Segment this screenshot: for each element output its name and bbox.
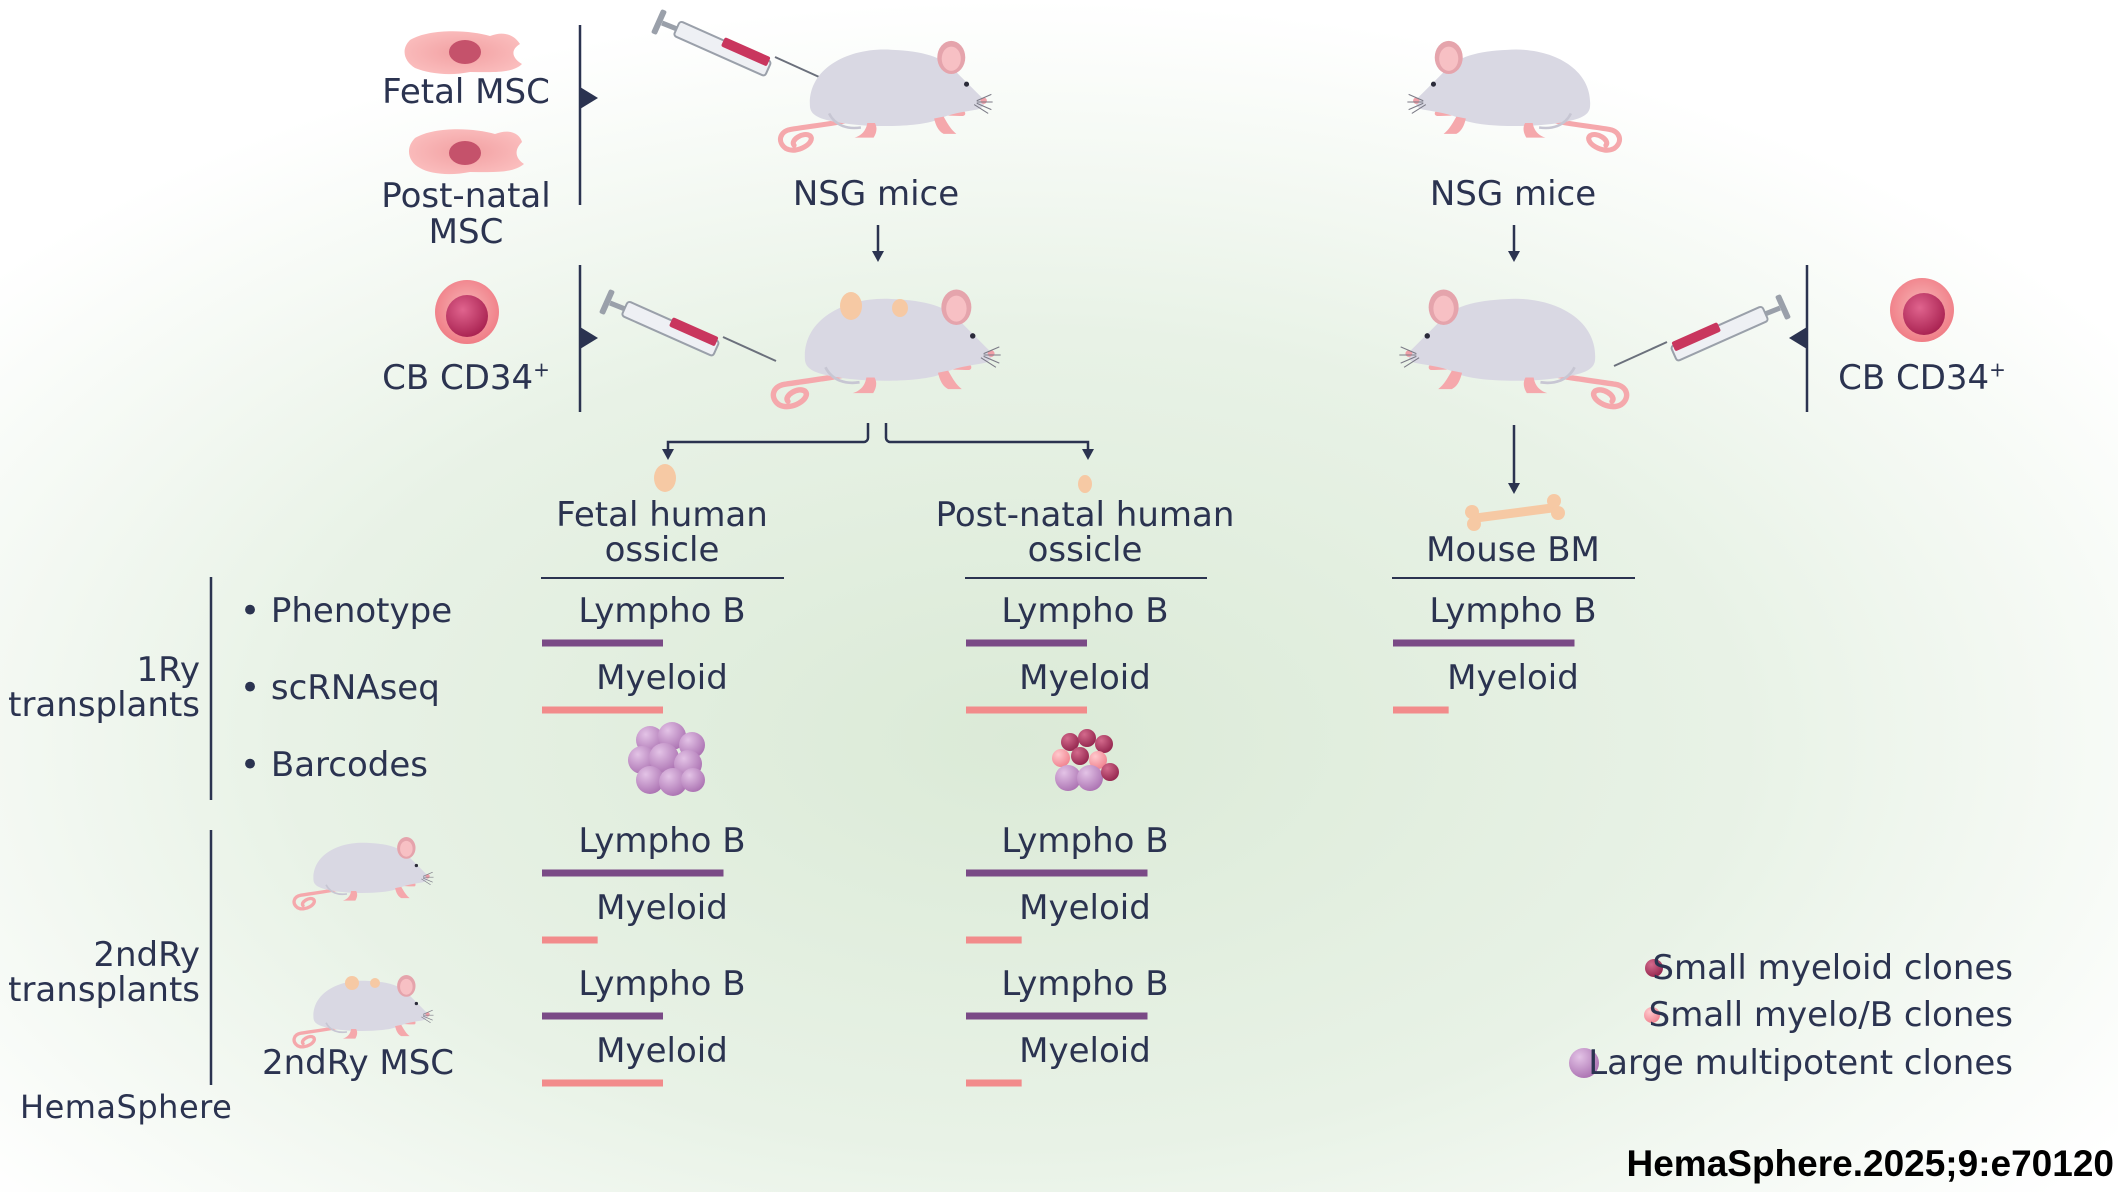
- legend-small-myelo-b-label: Small myelo/B clones: [1648, 995, 2013, 1035]
- mouse-top-right: [1407, 41, 1619, 150]
- legend-large-multipotent-label: Large multipotent clones: [1588, 1043, 2013, 1083]
- postnatal-msc-label-line1: Post-natal: [381, 176, 551, 216]
- postnatal-2ry-a-myeloid-label: Myeloid: [1019, 888, 1151, 928]
- syringe-mid-left: [599, 289, 776, 361]
- postnatal-msc-icon: [408, 129, 524, 175]
- clone-cluster-postnatal: [1052, 729, 1119, 791]
- cb-cd34-label-left: CB CD34+: [382, 357, 550, 398]
- syringe-top-left: [651, 9, 828, 81]
- mouse-bm-column-label: Mouse BM: [1426, 530, 1600, 570]
- mouse-mid-left: [773, 290, 1000, 407]
- syringe-mid-right: [1614, 294, 1791, 366]
- nsg-mice-label-right: NSG mice: [1429, 174, 1597, 214]
- mouse-secondary-msc: [294, 975, 433, 1047]
- secondary-row-label-line2: transplants: [8, 970, 200, 1010]
- brand-label: HemaSphere: [20, 1088, 233, 1126]
- mouse-lympho-label: Lympho B: [1429, 591, 1597, 631]
- legend-large-multipotent-swatch: [1569, 1048, 1599, 1078]
- bone-icon: [1465, 494, 1565, 531]
- mouse-mid-right: [1399, 290, 1626, 407]
- postnatal-2ry-b-myeloid-label: Myeloid: [1019, 1031, 1151, 1071]
- fetal-1ry-myeloid-label: Myeloid: [596, 658, 728, 698]
- legend-small-myeloid-swatch: [1645, 959, 1663, 977]
- citation-label: HemaSphere.2025;9:e70120: [1626, 1143, 2115, 1184]
- cd34-cell-icon-left: [435, 280, 499, 344]
- mouse-secondary-small: [294, 837, 433, 909]
- scrnaseq-label: • scRNAseq: [240, 668, 440, 708]
- postnatal-msc-label-line2: MSC: [428, 212, 504, 252]
- cd34-cell-icon-right: [1890, 278, 1954, 342]
- postnatal-1ry-lympho-label: Lympho B: [1001, 591, 1169, 631]
- fetal-msc-label: Fetal MSC: [382, 72, 550, 112]
- fetal-msc-icon: [404, 31, 522, 75]
- fetal-2ry-b-myeloid-label: Myeloid: [596, 1031, 728, 1071]
- fetal-2ry-a-myeloid-label: Myeloid: [596, 888, 728, 928]
- postnatal-column-label-line1: Post-natal human: [935, 495, 1235, 535]
- fetal-1ry-lympho-label: Lympho B: [578, 591, 746, 631]
- fetal-ossicle-icon: [654, 464, 676, 492]
- secondary-msc-label: 2ndRy MSC: [261, 1043, 455, 1083]
- fetal-2ry-a-lympho-label: Lympho B: [578, 821, 746, 861]
- postnatal-2ry-b-lympho-label: Lympho B: [1001, 964, 1169, 1004]
- nsg-mice-label-left: NSG mice: [792, 174, 960, 214]
- phenotype-label: • Phenotype: [240, 591, 453, 631]
- arrow-down-mouse-bm: [1508, 425, 1520, 494]
- legend-small-myelo-b-swatch: [1644, 1007, 1660, 1023]
- cb-cd34-label-right: CB CD34+: [1838, 357, 2006, 398]
- postnatal-2ry-a-lympho-label: Lympho B: [1001, 821, 1169, 861]
- bracket-mid-left: [578, 265, 598, 412]
- arrow-down-right: [1508, 225, 1520, 262]
- secondary-row-label-line1: 2ndRy: [93, 935, 200, 975]
- postnatal-1ry-myeloid-label: Myeloid: [1019, 658, 1151, 698]
- split-arrow: [662, 423, 1094, 460]
- legend-small-myeloid-label: Small myeloid clones: [1652, 948, 2013, 988]
- fetal-column-label-line2: ossicle: [604, 530, 720, 570]
- bars: [542, 639, 1575, 1087]
- primary-row-label-line1: 1Ry: [136, 650, 200, 690]
- postnatal-ossicle-icon: [1078, 475, 1092, 493]
- arrow-down-left: [872, 225, 884, 262]
- clone-cluster-fetal: [628, 722, 705, 796]
- barcodes-label: • Barcodes: [240, 745, 428, 785]
- primary-row-label-line2: transplants: [8, 685, 200, 725]
- fetal-2ry-b-lympho-label: Lympho B: [578, 964, 746, 1004]
- bracket-top-left: [578, 25, 598, 205]
- bracket-right: [1789, 265, 1809, 412]
- postnatal-column-label-line2: ossicle: [1027, 530, 1143, 570]
- mouse-top-left: [780, 41, 992, 150]
- fetal-column-label-line1: Fetal human: [556, 495, 768, 535]
- mouse-myeloid-label: Myeloid: [1447, 658, 1579, 698]
